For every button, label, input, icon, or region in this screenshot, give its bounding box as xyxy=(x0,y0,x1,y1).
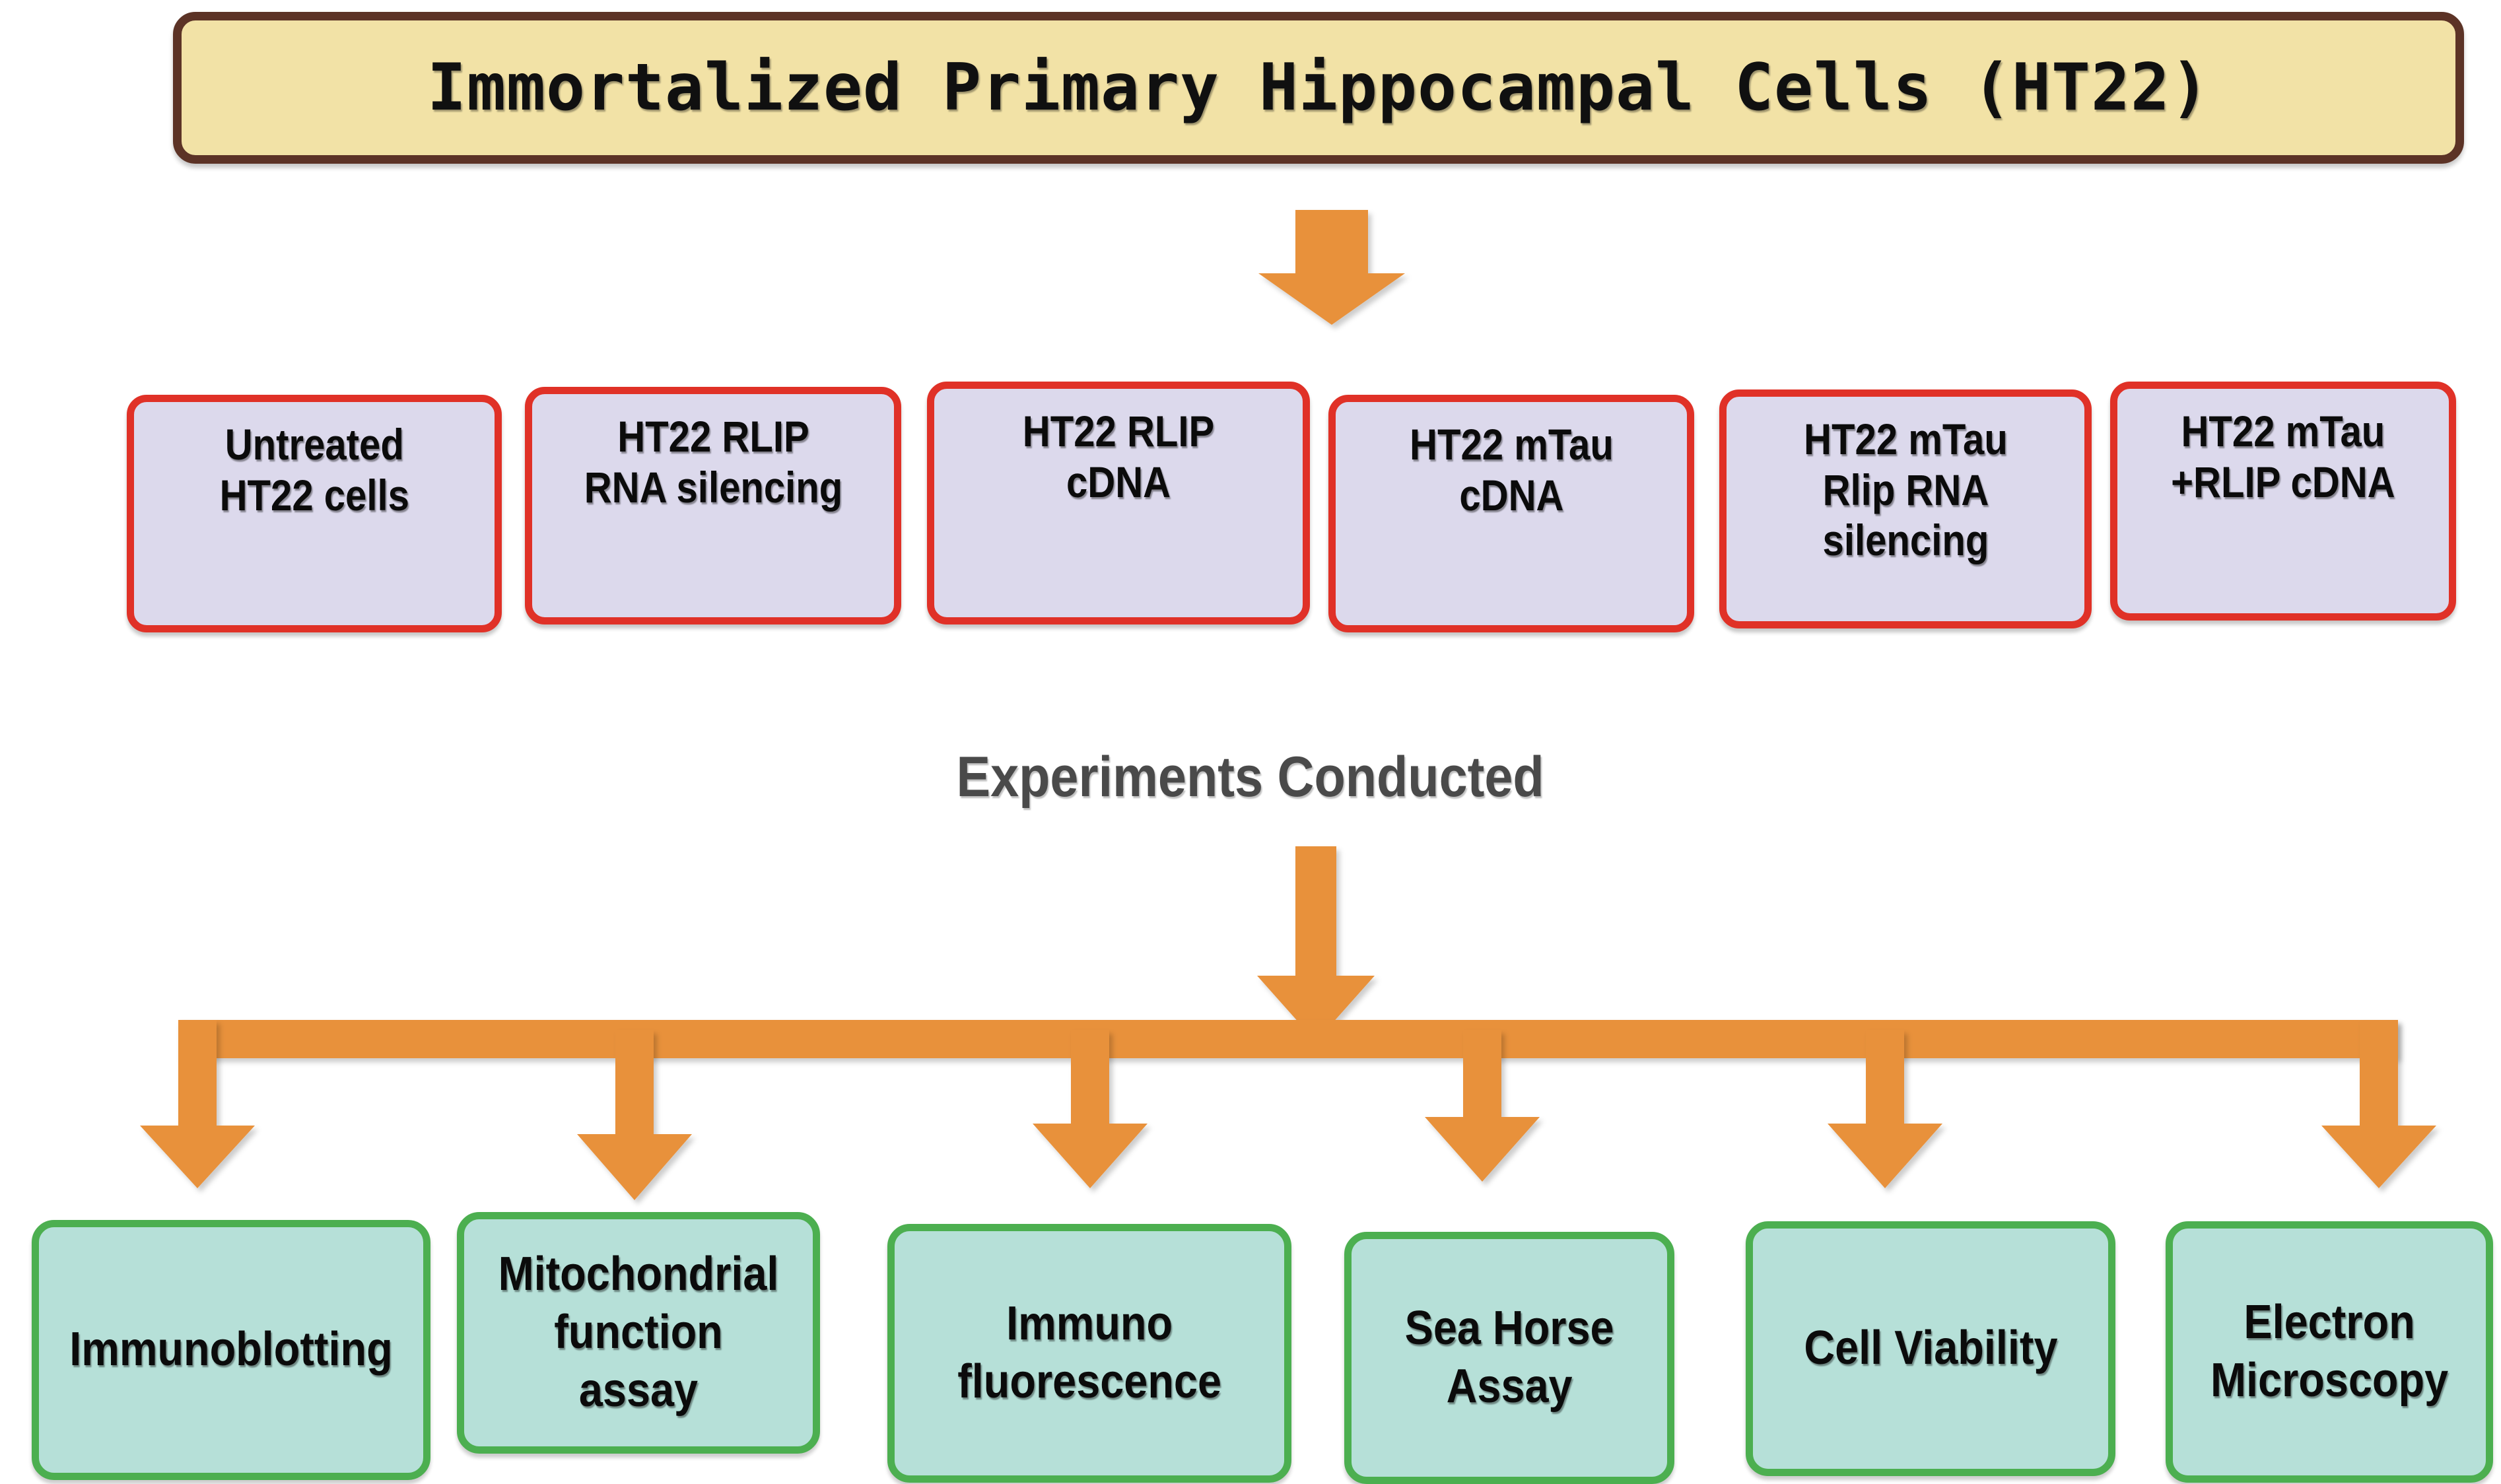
experiment-box-electron-microscopy[interactable]: Electron Microscopy xyxy=(2166,1221,2493,1483)
experiment-label: Immunoblotting xyxy=(69,1323,393,1376)
experiment-label: Mitochondrial function assay xyxy=(498,1248,779,1417)
experiment-box-immunoblotting[interactable]: Immunoblotting xyxy=(32,1220,430,1480)
experiment-box-immunofluorescence[interactable]: Immuno fluorescence xyxy=(887,1224,1291,1483)
experiment-label: Sea Horse Assay xyxy=(1404,1302,1614,1413)
condition-label: HT22 RLIP cDNA xyxy=(1022,407,1215,506)
drop-arrow-1 xyxy=(140,1020,255,1188)
experiments-conducted-label: Experiments Conducted xyxy=(0,745,2501,810)
experiment-label: Immuno fluorescence xyxy=(957,1297,1221,1408)
experiment-label: Electron Microscopy xyxy=(2210,1296,2449,1407)
condition-label: HT22 mTau +RLIP cDNA xyxy=(2171,407,2395,506)
drop-arrow-5 xyxy=(1828,1030,1942,1188)
experiments-conducted-text: Experiments Conducted xyxy=(956,745,1545,809)
condition-box-ht22-mtau-plus-rlip-cdna[interactable]: HT22 mTau +RLIP cDNA xyxy=(2110,382,2456,621)
condition-label: HT22 mTau Rlip RNA silencing xyxy=(1803,415,2008,565)
arrow-title-to-conditions xyxy=(1258,210,1405,325)
condition-box-untreated-ht22-cells[interactable]: Untreated HT22 cells xyxy=(127,395,502,632)
experiment-box-cell-viability[interactable]: Cell Viability xyxy=(1746,1221,2115,1476)
condition-box-ht22-mtau-cdna[interactable]: HT22 mTau cDNA xyxy=(1328,395,1694,632)
condition-label: HT22 RLIP RNA silencing xyxy=(584,412,842,512)
experiment-label: Cell Viability xyxy=(1803,1322,2058,1375)
title-banner: Immortalized Primary Hippocampal Cells (… xyxy=(173,12,2464,164)
arrow-label-to-bus xyxy=(1257,846,1375,1042)
drop-arrow-4 xyxy=(1425,1030,1540,1182)
condition-box-ht22-rlip-cdna[interactable]: HT22 RLIP cDNA xyxy=(927,382,1310,624)
drop-arrow-2 xyxy=(577,1030,692,1200)
experiment-box-mitochondrial-function-assay[interactable]: Mitochondrial function assay xyxy=(457,1212,820,1454)
drop-arrow-6 xyxy=(2321,1020,2436,1188)
title-text: Immortalized Primary Hippocampal Cells (… xyxy=(427,50,2210,125)
condition-box-ht22-rlip-rna-silencing[interactable]: HT22 RLIP RNA silencing xyxy=(525,387,901,624)
condition-box-ht22-mtau-rlip-rna-silencing[interactable]: HT22 mTau Rlip RNA silencing xyxy=(1719,389,2092,628)
distribution-bus xyxy=(178,1020,2398,1058)
condition-label: Untreated HT22 cells xyxy=(219,420,409,520)
drop-arrow-3 xyxy=(1033,1030,1148,1188)
condition-label: HT22 mTau cDNA xyxy=(1409,420,1614,520)
experiment-box-sea-horse-assay[interactable]: Sea Horse Assay xyxy=(1344,1232,1674,1484)
